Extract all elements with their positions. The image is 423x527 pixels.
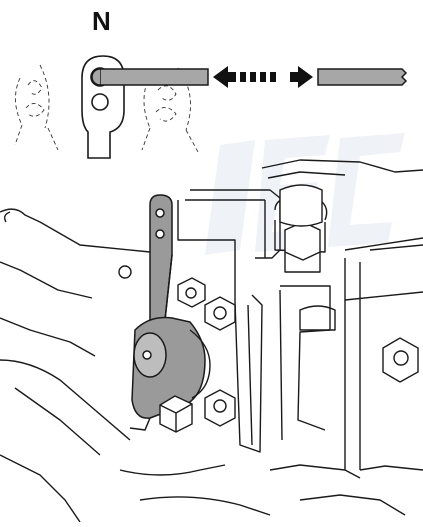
- hex-bolt-lower: [204, 389, 236, 427]
- hex-bolt-right: [382, 337, 419, 383]
- engine-housing: [0, 159, 423, 523]
- swing-range-left: [14, 64, 59, 151]
- swing-range-right: [141, 67, 199, 153]
- governor-lever: [129, 194, 206, 431]
- neutral-position-label: N: [92, 6, 111, 36]
- lever-clamp-bolt: [159, 395, 193, 433]
- hex-bolt-mid: [204, 296, 236, 331]
- double-arrow-icon: [213, 66, 313, 88]
- lever-shaft: [189, 329, 211, 399]
- control-rod-end: [317, 68, 408, 86]
- hex-bolt-top: [177, 277, 206, 308]
- control-rod: [99, 68, 209, 86]
- cap-nut-top: [279, 184, 323, 261]
- rod-linkage-assembly: [14, 55, 408, 159]
